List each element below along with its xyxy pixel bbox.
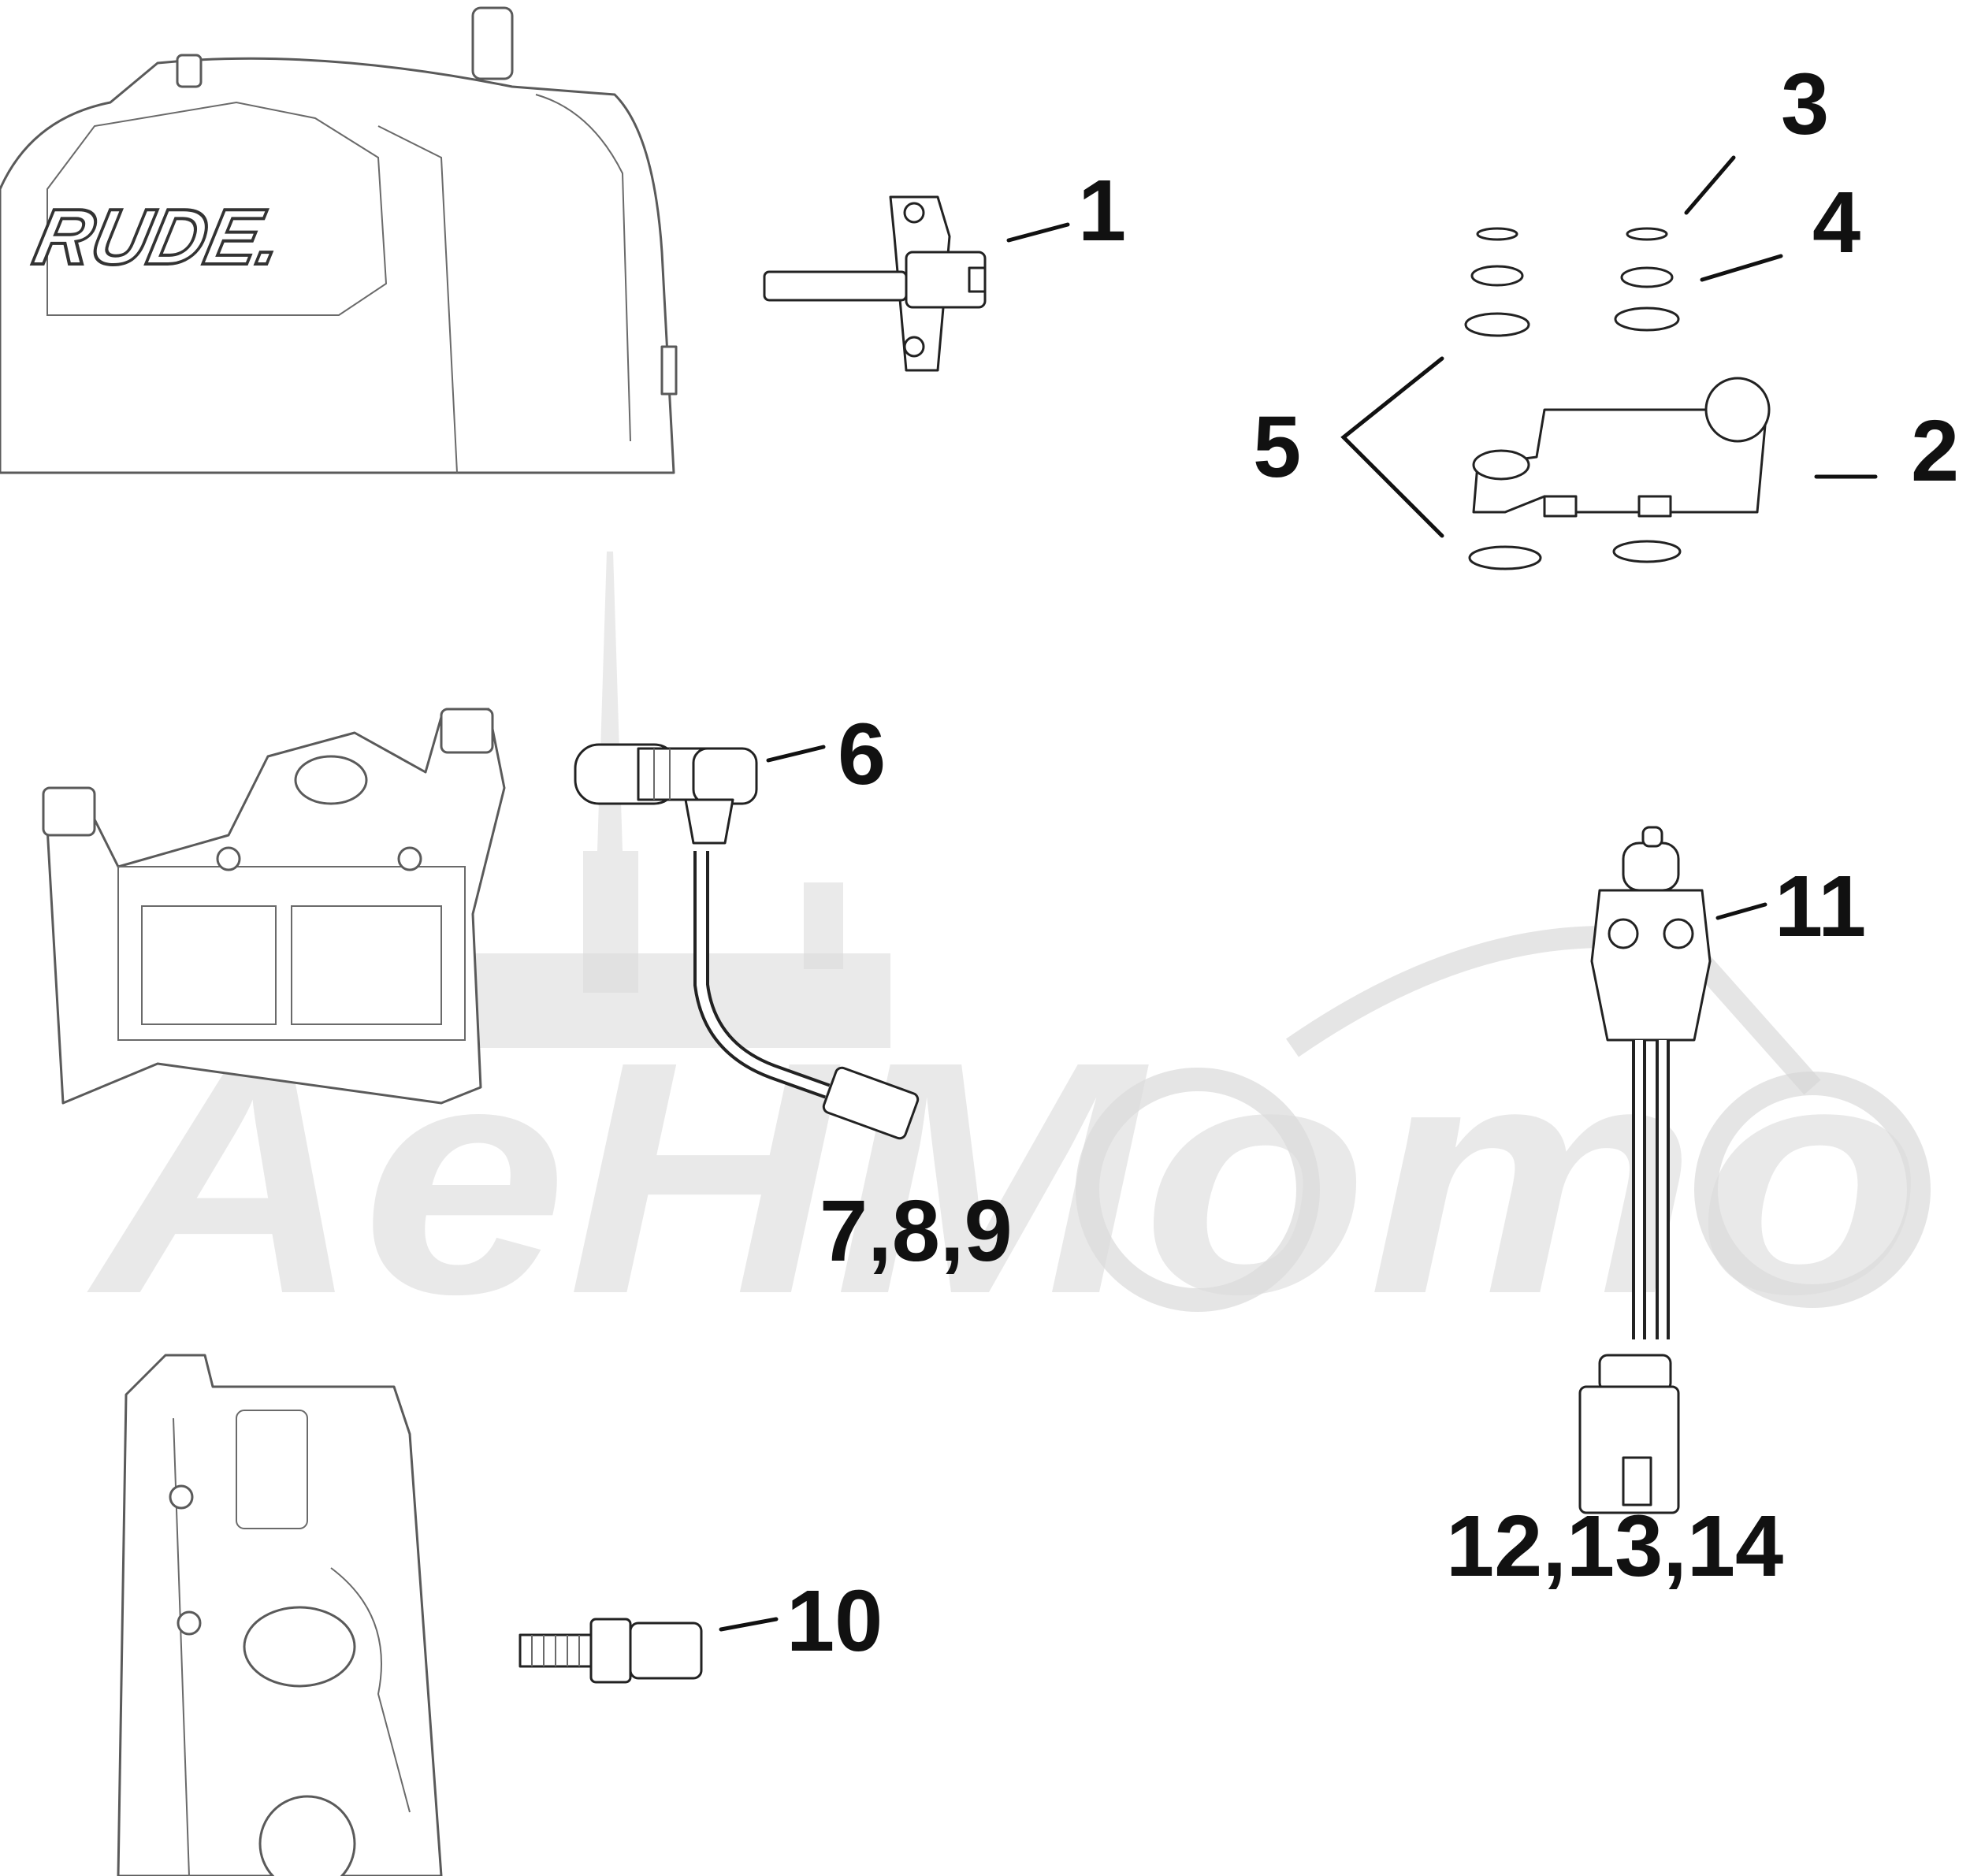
part-1-sensor — [763, 195, 987, 372]
bracket-context — [42, 708, 506, 1105]
engine-brand-text: RUDE. — [27, 193, 291, 281]
callout-4: 4 — [1812, 174, 1860, 271]
callout-5: 5 — [1253, 399, 1301, 496]
part-2-sensor — [1472, 377, 1771, 518]
callout-6: 6 — [838, 706, 886, 803]
callout-5-bracket — [1340, 356, 1444, 538]
callout-10: 10 — [786, 1573, 883, 1670]
engine-cowl-context: RUDE. — [0, 6, 678, 474]
powerhead-context — [117, 1354, 443, 1876]
washers — [1464, 227, 1682, 570]
callout-1-leader — [1006, 222, 1070, 243]
callout-11-leader — [1715, 902, 1767, 920]
callout-11: 11 — [1775, 858, 1866, 955]
callout-12-13-14: 12,13,14 — [1446, 1498, 1783, 1595]
callout-2: 2 — [1911, 403, 1959, 500]
callout-10-leader — [719, 1617, 779, 1632]
callout-6-leader — [766, 745, 826, 763]
part-11-switch — [1578, 826, 1712, 1514]
callout-1: 1 — [1078, 162, 1126, 259]
callout-3-leader — [1684, 155, 1736, 215]
callout-7-8-9: 7,8,9 — [820, 1183, 1013, 1280]
callout-4-leader — [1700, 254, 1783, 282]
callout-3: 3 — [1781, 56, 1829, 153]
part-10-sensor — [519, 1618, 703, 1684]
part-6-sensor — [574, 743, 920, 1140]
